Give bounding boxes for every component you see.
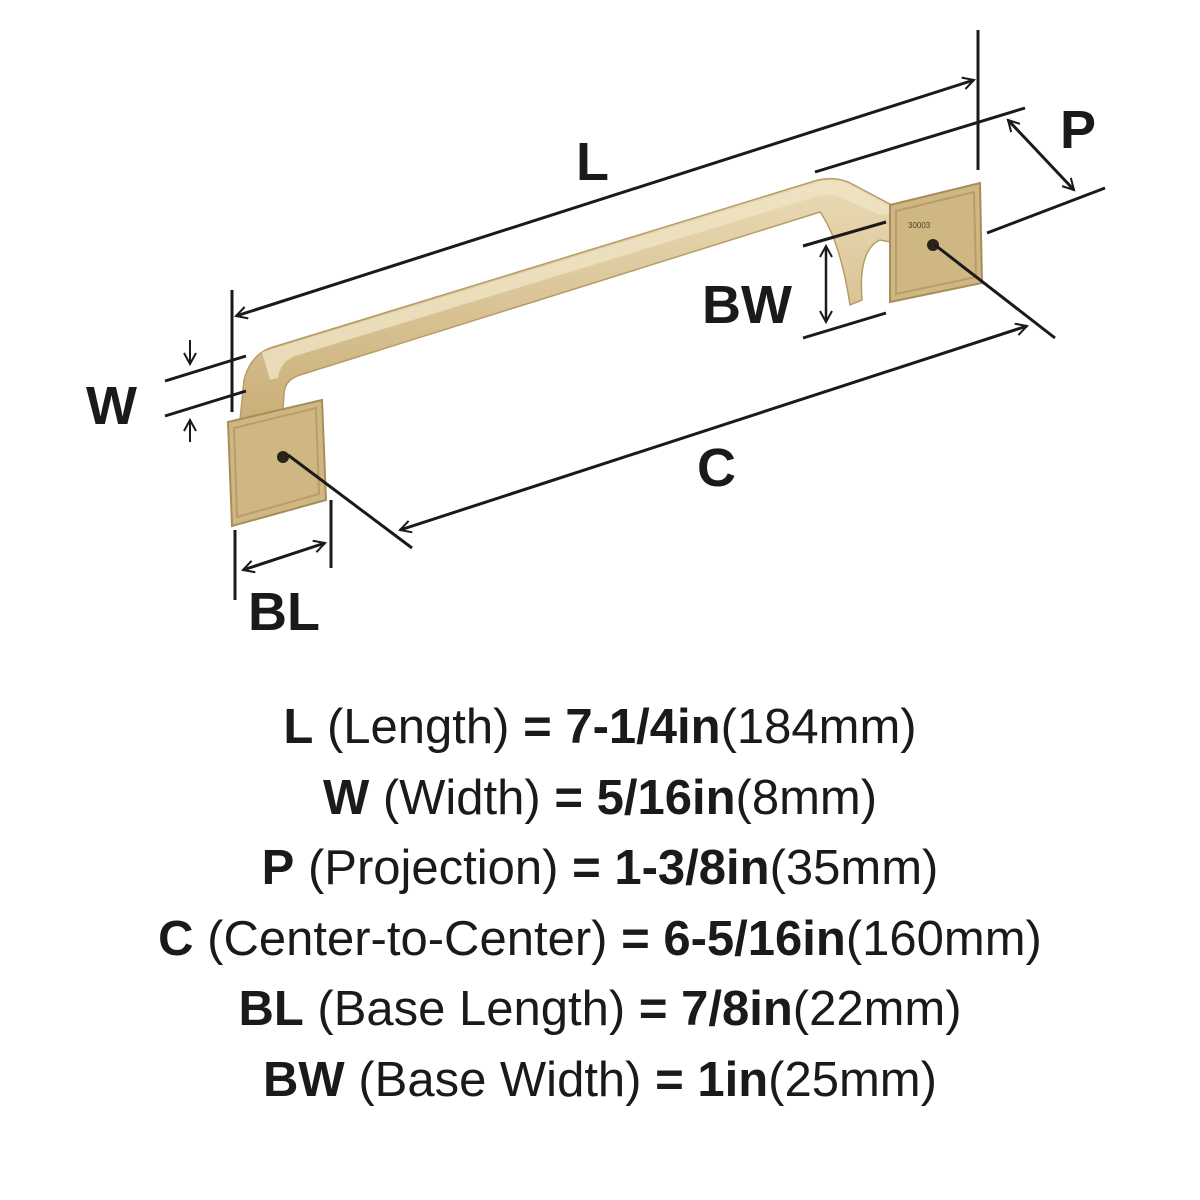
spec-metric: (8mm): [735, 770, 878, 825]
spec-key: BL: [238, 982, 304, 1036]
spec-desc: (Base Width): [358, 1052, 642, 1107]
C-dimension-arrow: [400, 326, 1027, 530]
handle-bar: [239, 177, 906, 423]
cabinet-pull-handle: 30003: [226, 177, 984, 528]
spec-desc: (Projection): [307, 841, 559, 895]
spec-key: W: [322, 770, 370, 825]
spec-base-width: BW (Base Width) = 1in(25mm): [0, 1045, 1200, 1116]
spec-metric: (35mm): [769, 841, 939, 895]
spec-base-length: BL (Base Length) = 7/8in(22mm): [0, 974, 1200, 1045]
left-screw-hole: [277, 451, 289, 463]
spec-projection: P (Projection) = 1-3/8in(35mm): [0, 833, 1200, 904]
spec-key: C: [158, 911, 194, 966]
P-dimension-arrow: [1008, 120, 1074, 190]
label-P: P: [1060, 100, 1096, 160]
spec-imperial: 1in: [697, 1052, 769, 1107]
spec-imperial: 1-3/8in: [614, 841, 770, 895]
L-dimension-arrow: [236, 80, 974, 316]
spec-eq: =: [655, 1052, 684, 1107]
spec-eq: =: [572, 841, 601, 895]
spec-imperial: 7/8in: [681, 982, 793, 1036]
spec-desc: (Center-to-Center): [207, 911, 608, 966]
spec-desc: (Length): [326, 700, 510, 754]
spec-width: W (Width) = 5/16in(8mm): [0, 763, 1200, 834]
dimension-lines: [164, 30, 1106, 600]
spec-key: P: [261, 841, 295, 895]
spec-metric: (25mm): [768, 1052, 937, 1107]
spec-key: L: [283, 700, 314, 754]
spec-desc: (Base Length): [317, 982, 626, 1036]
spec-desc: (Width): [382, 770, 541, 825]
label-L: L: [576, 132, 609, 192]
spec-imperial: 7-1/4in: [565, 700, 721, 754]
svg-text:30003: 30003: [908, 221, 931, 230]
label-BW: BW: [702, 275, 792, 335]
BL-dimension-arrow: [243, 543, 325, 570]
spec-key: BW: [263, 1052, 345, 1107]
spec-metric: (184mm): [720, 700, 917, 754]
spec-center-to-center: C (Center-to-Center) = 6-5/16in(160mm): [0, 904, 1200, 975]
spec-metric: (160mm): [845, 911, 1042, 966]
spec-eq: =: [523, 700, 552, 754]
label-C: C: [697, 438, 736, 498]
spec-imperial: 5/16in: [596, 770, 736, 825]
spec-eq: =: [638, 982, 668, 1036]
label-BL: BL: [248, 582, 320, 642]
spec-eq: =: [554, 770, 583, 825]
spec-imperial: 6-5/16in: [663, 911, 846, 966]
left-base-plate: [226, 398, 328, 528]
spec-metric: (22mm): [792, 982, 962, 1036]
spec-eq: =: [621, 911, 650, 966]
label-W: W: [86, 376, 137, 436]
handle-dimension-diagram: 30003 L P BW W C BL: [86, 30, 1106, 642]
spec-length: L (Length) = 7-1/4in(184mm): [0, 692, 1200, 763]
dimension-specs-list: L (Length) = 7-1/4in(184mm) W (Width) = …: [0, 692, 1200, 1115]
